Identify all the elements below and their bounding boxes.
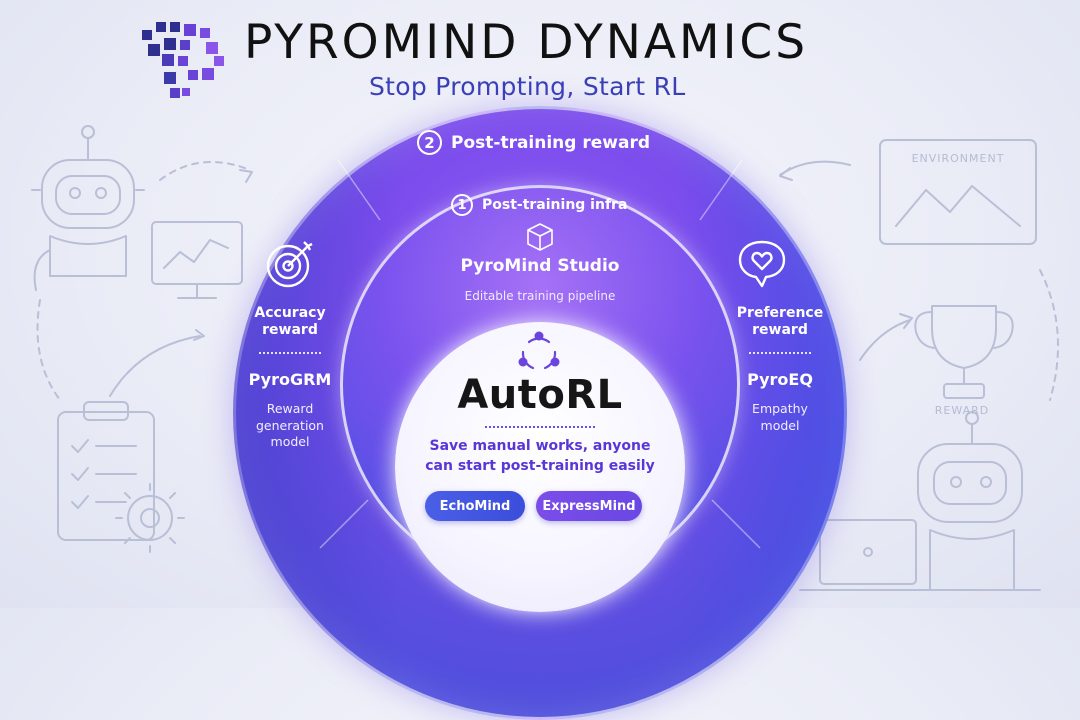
autorl-core-circle <box>395 322 685 612</box>
autorl-desc-line1: Save manual works, anyone <box>429 438 651 454</box>
pixel-p-logo-icon <box>142 22 224 98</box>
accuracy-reward-title: Accuracy reward <box>230 305 350 339</box>
echomind-pill[interactable]: EchoMind <box>425 491 525 521</box>
accuracy-reward-line1: Accuracy <box>254 305 326 321</box>
pyromind-studio-title: PyroMind Studio <box>460 256 620 276</box>
preference-reward-line2: reward <box>752 322 808 338</box>
pyrogrm-desc-line2: generation <box>256 417 324 433</box>
left-dotted-divider <box>259 352 321 354</box>
robot-sketch-left <box>31 125 145 291</box>
post-training-infra-title: Post-training infra <box>482 197 628 213</box>
step-2-badge: 2 <box>417 130 442 155</box>
clipboard-sketch <box>57 401 155 541</box>
ring-divider-lines <box>0 0 1080 608</box>
brand-tagline: Stop Prompting, Start RL <box>369 72 686 101</box>
target-icon <box>266 241 313 288</box>
reward-label: REWARD <box>935 404 990 417</box>
pyroeq-desc-line2: model <box>760 417 800 433</box>
monitor-sketch <box>151 221 243 299</box>
autorl-desc-line2: can start post-training easily <box>425 458 655 474</box>
pyrogrm-model-name: PyroGRM <box>248 370 332 389</box>
pyroeq-model-name: PyroEQ <box>747 370 813 389</box>
trophy-sketch <box>914 305 1014 399</box>
gear-sketch <box>115 483 185 553</box>
center-dotted-divider <box>485 426 595 428</box>
pyroeq-description: Empathy model <box>720 401 840 434</box>
pyromind-studio-description: Editable training pipeline <box>464 289 616 303</box>
step-1-badge: 1 <box>451 194 473 216</box>
autorl-description: Save manual works, anyone can start post… <box>410 436 670 476</box>
expressmind-pill[interactable]: ExpressMind <box>536 491 642 521</box>
robot-sketch-right <box>799 411 1041 591</box>
accuracy-reward-line2: reward <box>262 322 318 338</box>
post-training-reward-title: Post-training reward <box>451 132 651 153</box>
pyrogrm-desc-line1: Reward <box>266 401 314 416</box>
post-training-infra-label: 1 Post-training infra <box>451 194 627 216</box>
pyrogrm-desc-line3: model <box>270 434 310 449</box>
pyrogrm-description: Reward generation model <box>230 401 350 451</box>
preference-reward-line1: Preference <box>736 305 824 321</box>
autorl-title: AutoRL <box>457 372 623 418</box>
environment-label: ENVIRONMENT <box>912 152 1005 165</box>
environment-sketch <box>879 139 1037 245</box>
preference-reward-title: Preference reward <box>720 305 840 339</box>
heart-chat-icon <box>738 240 786 288</box>
post-training-reward-label: 2 Post-training reward <box>417 130 650 155</box>
right-dotted-divider <box>749 352 811 354</box>
background-sketch: ENVIRONMENT REWARD <box>31 125 1059 591</box>
cube-icon <box>527 223 553 251</box>
cycle-icon <box>518 331 560 370</box>
pyroeq-desc-line1: Empathy <box>752 401 808 416</box>
brand-title: PYROMIND DYNAMICS <box>244 15 809 70</box>
